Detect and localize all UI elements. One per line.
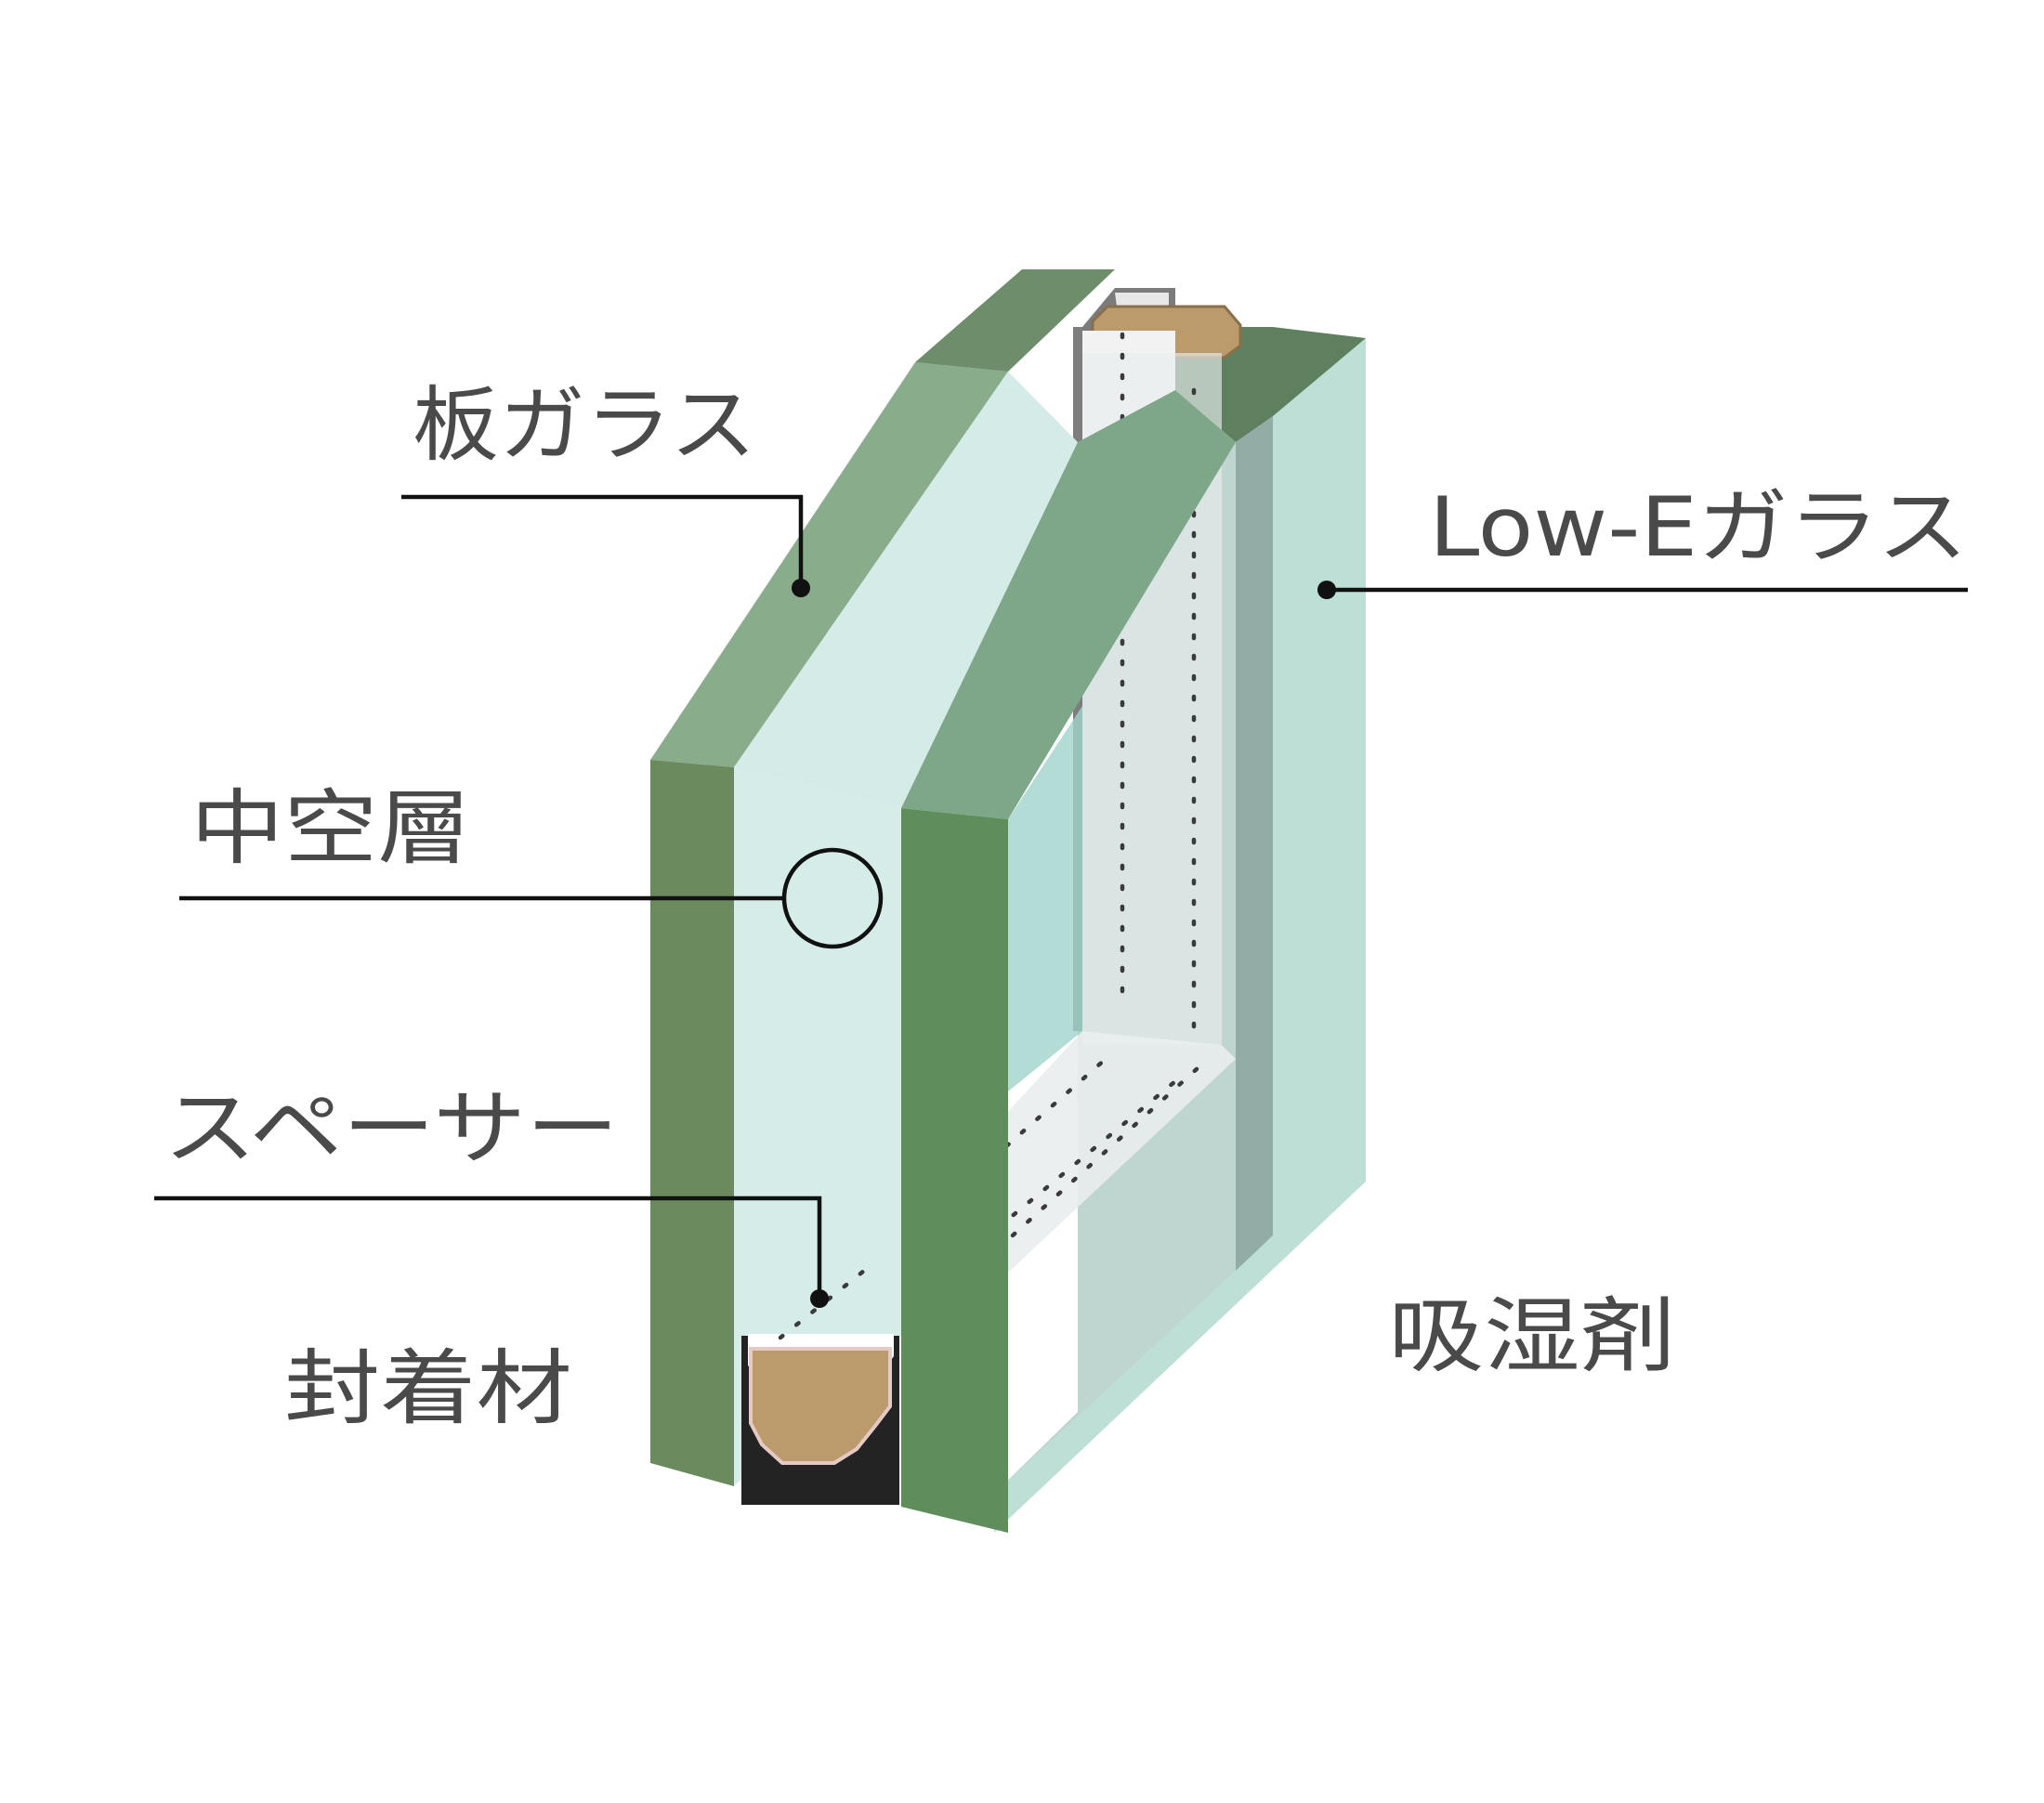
low-e-glass-leader-dot xyxy=(1317,581,1336,599)
plate-glass-top-edge xyxy=(650,362,1008,767)
inner-glass-pane xyxy=(901,390,1236,1533)
plate-glass-leader xyxy=(401,494,804,588)
plate-glass-label: 板ガラス xyxy=(413,377,756,473)
low-e-glass-label: Low-Eガラス xyxy=(1429,479,1968,575)
air-layer-marker xyxy=(781,847,884,949)
leaders xyxy=(154,494,1968,1308)
desiccant-bottom-section xyxy=(749,1347,892,1465)
air-layer-label: 中空層 xyxy=(190,780,471,876)
spacer-leader-dot xyxy=(810,1289,829,1308)
inner-glass-front-edge xyxy=(901,808,1008,1533)
sealant-label: 封着材 xyxy=(284,1340,572,1436)
plate-glass-front-edge xyxy=(650,760,734,1486)
desiccant-label: 吸湿剤 xyxy=(1388,1288,1676,1384)
low-e-glass-thickness xyxy=(1236,416,1273,1271)
bottom-cross-section xyxy=(741,1261,899,1505)
plate-glass-face xyxy=(734,372,1082,808)
plate-glass-leader-dot xyxy=(792,579,810,597)
plate-glass-pane xyxy=(650,269,1115,1486)
spacer-label: スペーサー xyxy=(164,1080,619,1176)
spacer-leader xyxy=(154,1195,822,1299)
